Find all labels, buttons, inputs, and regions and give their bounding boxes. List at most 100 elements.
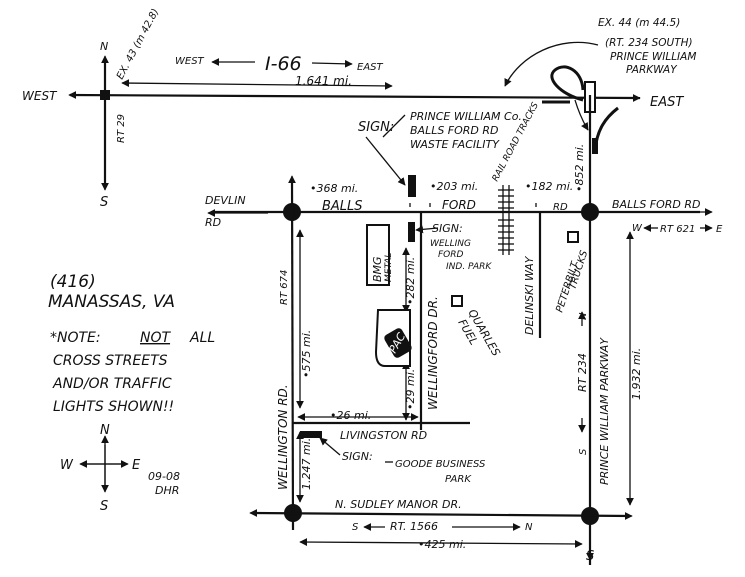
bmg-line1: BMG (371, 256, 384, 282)
rt29-interchange: N S RT 29 EX. 43 (m 42.8) (100, 7, 161, 210)
sudley-distance-line (299, 538, 583, 548)
far-west-label: WEST (22, 89, 58, 103)
sign-welling-line3: IND. PARK (446, 262, 492, 272)
rt29-label: RT 29 (116, 114, 127, 143)
legend-credit: 09-08 DHR (148, 470, 180, 497)
exit-44-route: (RT. 234 SOUTH) (605, 37, 693, 49)
sign-waste-prefix: SIGN: (358, 120, 394, 135)
sign-waste-line3: WASTE FACILITY (410, 138, 500, 151)
rt234-label: RT 234 (576, 353, 589, 392)
wellington-road: •575 mi. RT 674 WELLINGTON RD. 1.247 mi. (276, 175, 313, 531)
sign-goode-line1: GOODE BUSINESS (395, 459, 486, 470)
compass-top-s: S (100, 195, 108, 210)
exit-44-pointer-arrow (504, 41, 599, 87)
sign-welling-line1: WELLING (430, 239, 471, 249)
wellington-line (290, 179, 295, 531)
rt1566-label: RT. 1566 (390, 520, 438, 533)
exit-44-name-2: PARKWAY (626, 64, 678, 76)
note-line4: LIGHTS SHOWN!! (53, 399, 174, 415)
pac-building: PAC (374, 309, 412, 367)
exit-44-ramp-block (592, 138, 598, 154)
sign-waste-line2: BALLS FORD RD (410, 124, 499, 137)
rt234-s: S (578, 448, 589, 455)
livingston-distance: •26 mi. (330, 409, 371, 422)
delinski-label: DELINSKI WAY (523, 255, 536, 335)
compass-top-n: N (100, 40, 108, 53)
balls-ford-road: DEVLIN RD BALLS FORD RD BALLS FORD RD W … (205, 144, 723, 235)
sudley-manor: N. SUDLEY MANOR DR. S RT. 1566 N •425 mi… (249, 498, 633, 551)
sign-waste-arrow (365, 136, 406, 186)
sign-goode: SIGN: GOODE BUSINESS PARK (319, 437, 486, 485)
exit-44-label: EX. 44 (m 44.5) (598, 17, 680, 29)
credit-initials: DHR (155, 484, 179, 497)
compass-w: W (60, 458, 74, 473)
note-line3: AND/OR TRAFFIC (52, 376, 172, 392)
compass-n: N (100, 423, 110, 438)
pwp-south-distance: 1.932 mi. (630, 348, 643, 400)
sign-goode-arrow (319, 437, 341, 456)
rt1566-n: N (525, 522, 533, 533)
i66-line (69, 93, 641, 100)
livingston-road: •26 mi. LIVINGSTON RD (293, 409, 470, 442)
exit-44-loop-ramp (550, 65, 585, 102)
credit-date: 09-08 (148, 470, 180, 483)
sign-welling-arrow (415, 225, 439, 234)
peterbilt-marker (567, 231, 579, 243)
compass-e: E (132, 458, 141, 473)
rt29-junction-marker (100, 90, 110, 100)
intersection-pwp-balls (581, 203, 599, 221)
exit-44-interchange: EX. 44 (m 44.5) (RT. 234 SOUTH) PRINCE W… (504, 17, 696, 565)
location-code: (416) (50, 272, 96, 292)
rt621-w: W (632, 223, 643, 234)
rt621-label: RT 621 (660, 224, 695, 235)
sign-welling-ford: SIGN: WELLING FORD IND. PARK (415, 222, 492, 272)
exit-44-merge-arrow (574, 99, 589, 131)
note-line1-not: NOT (140, 330, 171, 346)
sign-waste-facility: SIGN: PRINCE WILLIAM Co. BALLS FORD RD W… (358, 110, 522, 197)
devlin-line2: RD (205, 216, 221, 229)
rt674-label: RT 674 (279, 270, 290, 305)
i66-highway: WEST EAST WEST I-66 EAST 1.641 mi. (22, 53, 684, 110)
sign-goode-line2: PARK (445, 474, 472, 485)
quarles-fuel: QUARLES FUEL (451, 295, 503, 358)
pac-badge (384, 328, 412, 358)
i66-distance-line (121, 79, 393, 90)
note-line1-prefix: *NOTE: (50, 330, 101, 346)
legend-location: (416) MANASSAS, VA (48, 272, 175, 312)
bmg-metal: BMG METAL (366, 224, 394, 286)
balls-west-distance: •368 mi. (310, 182, 358, 195)
sign-welling-marker (408, 222, 415, 242)
sign-welling-prefix: SIGN: (432, 222, 463, 235)
note-line2: CROSS STREETS (53, 353, 168, 369)
devlin-line1: DEVLIN (205, 194, 246, 207)
balls-word: BALLS (322, 199, 363, 214)
sign-welling-line2: FORD (438, 250, 464, 260)
wellingford-drive: •282 mi. •29 mi. WELLINGFORD DR. (402, 212, 440, 430)
exit-44-south-ramp (593, 106, 619, 151)
sign-goode-marker (300, 431, 322, 438)
sign-waste-line1: PRINCE WILLIAM Co. (410, 110, 522, 123)
wellington-label: WELLINGTON RD. (276, 384, 290, 490)
exit-43-label: EX. 43 (m 42.8) (115, 7, 162, 81)
pwp-label: PRINCE WILLIAM PARKWAY (598, 337, 611, 485)
wellington-distance: •575 mi. (300, 330, 313, 378)
i66-east-label: EAST (357, 62, 384, 73)
balls-mid-distance: •203 mi. (430, 180, 478, 193)
sign-goode-prefix: SIGN: (342, 450, 373, 463)
rt621-e: E (716, 224, 723, 235)
rt234-n: N (578, 312, 589, 320)
sign-waste-marker (408, 175, 416, 197)
sudley-label: N. SUDLEY MANOR DR. (335, 498, 462, 511)
ford-word: FORD (442, 198, 476, 212)
far-east-label: EAST (650, 95, 684, 110)
wellingford-label: WELLINGFORD DR. (426, 296, 440, 410)
note-line1-rest: ALL (189, 330, 215, 346)
rt1566-s: S (352, 522, 359, 533)
wellington-lower-distance: 1.247 mi. (300, 438, 313, 490)
compass-s: S (100, 499, 108, 514)
sign-waste-bracket (382, 114, 406, 138)
bmg-line2: METAL (384, 253, 394, 282)
rd-word: RD (553, 202, 568, 213)
pwp-north-distance: •852 mi. (573, 144, 586, 192)
